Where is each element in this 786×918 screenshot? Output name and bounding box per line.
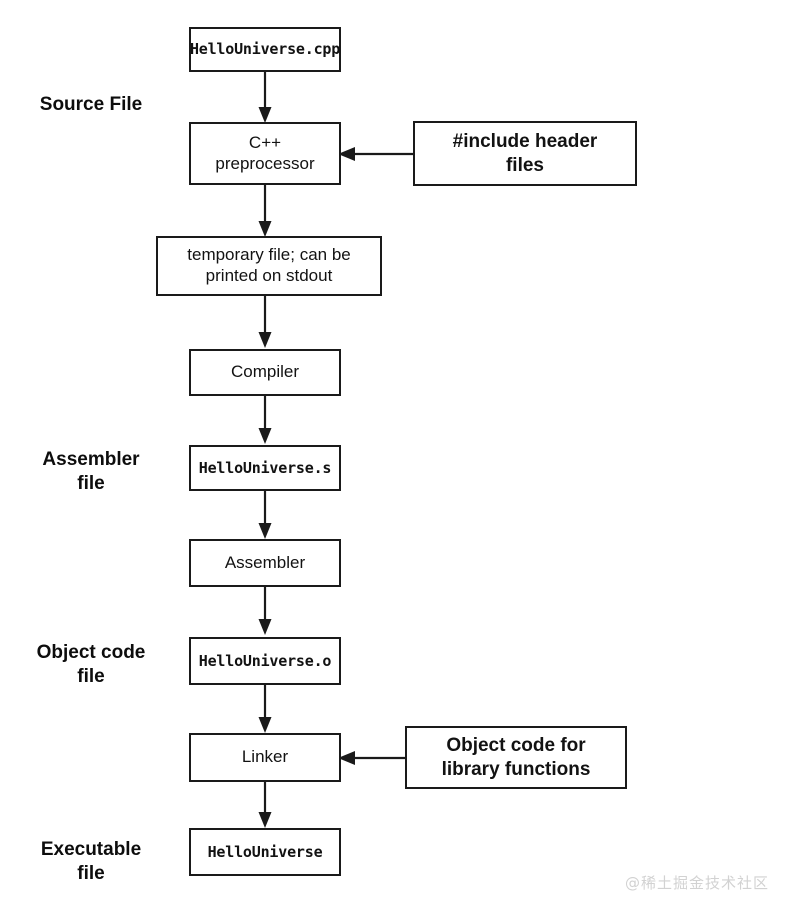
connector-temp-to-compiler (256, 295, 274, 350)
node-object-code-library[interactable]: Object code for library functions (405, 726, 627, 789)
stage-label-source-file: Source File (39, 94, 143, 115)
connector-asm-file-to-assembler (256, 491, 274, 541)
connector-header-to-preprocessor (336, 145, 416, 163)
node-hellouniverse-cpp[interactable]: HelloUniverse.cpp (189, 27, 341, 72)
watermark: @稀土掘金技术社区 (625, 874, 770, 892)
connector-preprocessor-to-temp (256, 184, 274, 239)
node-hellouniverse-s[interactable]: HelloUniverse.s (189, 445, 341, 491)
connector-assembler-to-obj-file (256, 587, 274, 637)
connector-library-to-linker (336, 749, 408, 767)
stage-label-assembler-file: Assembler file (42, 449, 140, 495)
node-hellouniverse-o[interactable]: HelloUniverse.o (189, 637, 341, 685)
connector-compiler-to-asm-file (256, 396, 274, 446)
stage-label-object-code-file: Object code file (36, 642, 146, 688)
node-compiler[interactable]: Compiler (189, 349, 341, 396)
node-include-header-files[interactable]: #include header files (413, 121, 637, 186)
connector-cpp-to-preprocessor (256, 71, 274, 125)
stage-label-executable-file: Executable file (40, 839, 142, 885)
connector-obj-file-to-linker (256, 685, 274, 735)
connector-linker-to-executable (256, 782, 274, 830)
node-assembler[interactable]: Assembler (189, 539, 341, 587)
node-cpp-preprocessor[interactable]: C++ preprocessor (189, 122, 341, 185)
node-temporary-file[interactable]: temporary file; can be printed on stdout (156, 236, 382, 296)
node-hellouniverse-exe[interactable]: HelloUniverse (189, 828, 341, 876)
node-linker[interactable]: Linker (189, 733, 341, 782)
